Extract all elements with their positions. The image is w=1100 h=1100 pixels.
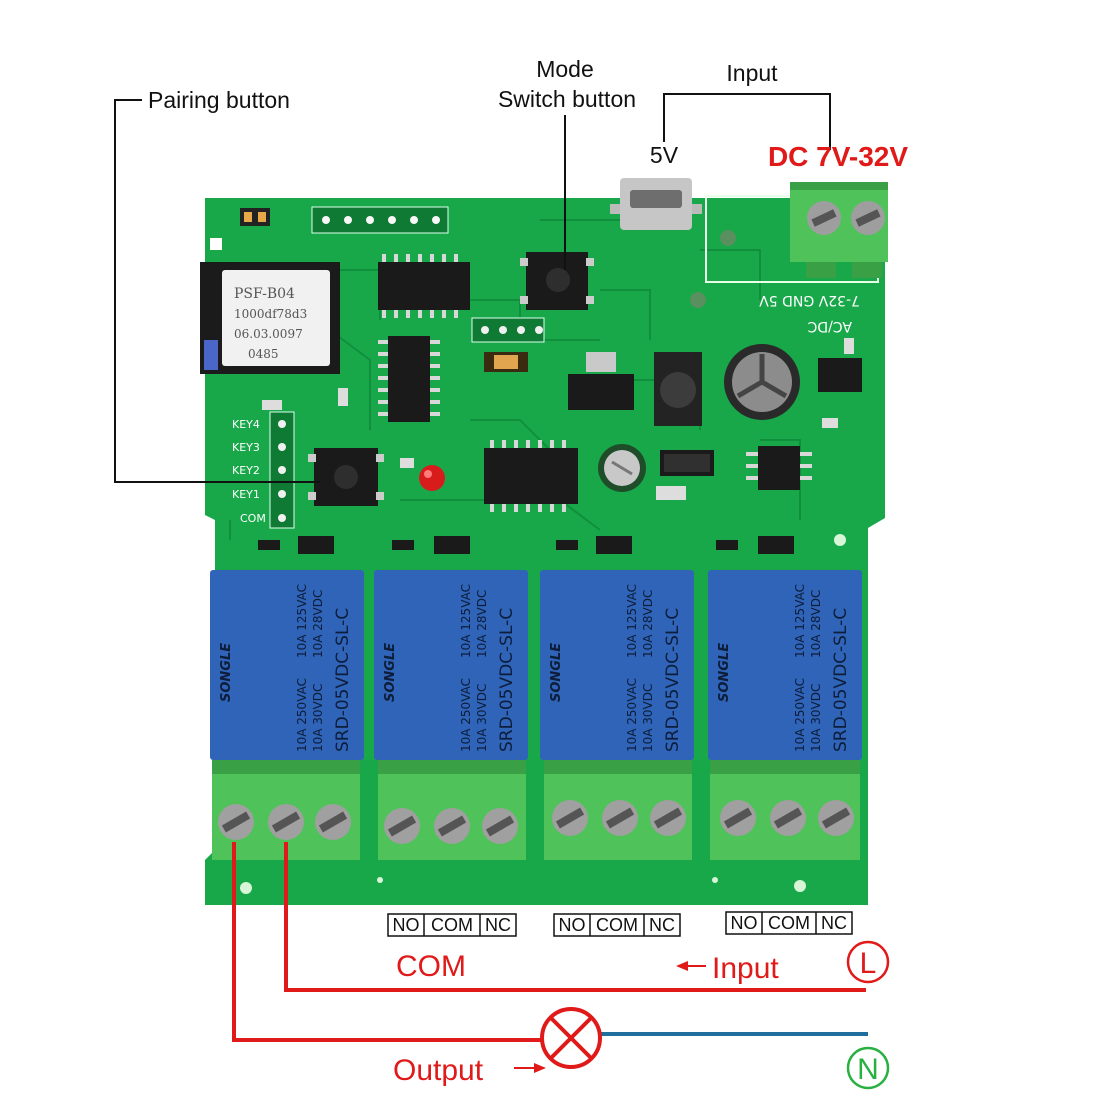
relay-3-rating-1: 10A 250VAC — [625, 678, 639, 752]
relay-2-rating-4: 10A 28VDC — [475, 590, 489, 658]
relay-2-rating-3: 10A 125VAC — [459, 584, 473, 658]
relay-3-rating-3: 10A 125VAC — [625, 584, 639, 658]
relay-4: SONGLE SRD-05VDC-SL-C 10A 250VAC 10A 30V… — [708, 570, 862, 760]
mode-label-line-2: Switch button — [498, 86, 636, 112]
relay-2-rating-2: 10A 30VDC — [475, 684, 489, 752]
terminal-3-nc: NC — [821, 913, 847, 933]
input-bracket-line — [663, 93, 831, 150]
relay-3-brand: SONGLE — [549, 643, 564, 702]
terminal-label-group-3: NO COM NC — [725, 911, 853, 935]
key3-label: KEY3 — [232, 441, 260, 454]
ic-chip-2 — [378, 336, 440, 422]
ic-chip-4 — [746, 446, 812, 490]
relay-terminal-3 — [544, 760, 692, 860]
key-com-label: COM — [240, 512, 266, 525]
relay-2-model: SRD-05VDC-SL-C — [497, 608, 517, 752]
five-volt-label: 5V — [650, 142, 679, 168]
com-wire-label: COM — [396, 950, 466, 983]
input-label: Input — [726, 60, 778, 86]
module-model-line-3: 06.03.0097 — [234, 327, 303, 341]
wifi-module: PSF-B04 1000df78d3 06.03.0097 0485 — [200, 262, 340, 374]
output-wire-label: Output — [393, 1054, 484, 1087]
mode-switch-button — [520, 252, 594, 310]
module-model-line-4: 0485 — [248, 347, 279, 361]
terminal-label-group-2: NO COM NC — [553, 913, 681, 937]
smd-components — [262, 338, 862, 500]
key4-label: KEY4 — [232, 418, 260, 431]
relay-1-rating-3: 10A 125VAC — [295, 584, 309, 658]
live-symbol-letter: L — [860, 947, 877, 980]
key1-label: KEY1 — [232, 488, 260, 501]
relay-4-brand: SONGLE — [717, 643, 732, 702]
neutral-symbol: N — [846, 1046, 890, 1090]
relay-2-rating-1: 10A 250VAC — [459, 678, 473, 752]
header-pins-top — [240, 206, 449, 234]
relay-4-rating-3: 10A 125VAC — [793, 584, 807, 658]
relay-2: SONGLE SRD-05VDC-SL-C 10A 250VAC 10A 30V… — [374, 570, 528, 760]
pairing-button-label: Pairing button — [148, 87, 290, 113]
relay-terminal-4 — [710, 760, 860, 860]
capacitor-small — [598, 444, 646, 492]
terminal-1-no: NO — [393, 915, 420, 935]
lamp-icon — [540, 1007, 602, 1069]
mode-label-line-1: Mode — [536, 56, 594, 82]
relay-3-rating-2: 10A 30VDC — [641, 684, 655, 752]
power-pin-labels: 7-32V GND 5V — [759, 292, 860, 308]
relay-2-brand: SONGLE — [383, 643, 398, 702]
input-arrow-icon — [676, 961, 706, 971]
relay-1-model: SRD-05VDC-SL-C — [333, 608, 353, 752]
capacitor-large — [724, 344, 800, 420]
relay-3-rating-4: 10A 28VDC — [641, 590, 655, 658]
output-arrow-icon — [514, 1063, 546, 1073]
relay-1-brand: SONGLE — [219, 643, 234, 702]
terminal-3-com: COM — [768, 913, 810, 933]
relay-3-model: SRD-05VDC-SL-C — [663, 608, 683, 752]
dc-range-label: DC 7V-32V — [768, 141, 908, 172]
relay-3: SONGLE SRD-05VDC-SL-C 10A 250VAC 10A 30V… — [540, 570, 694, 760]
relay-terminal-2 — [378, 760, 526, 860]
key2-label: KEY2 — [232, 464, 260, 477]
terminal-1-com: COM — [431, 915, 473, 935]
live-symbol: L — [846, 940, 890, 984]
pairing-callout-line — [114, 99, 320, 483]
module-model-line-2: 1000df78d3 — [234, 307, 307, 321]
relay-4-model: SRD-05VDC-SL-C — [831, 608, 851, 752]
relay-1-rating-4: 10A 28VDC — [311, 590, 325, 658]
ic-chip-3 — [484, 440, 578, 512]
red-led — [419, 465, 445, 491]
micro-usb-port — [610, 178, 702, 230]
dc-terminal-block — [790, 182, 888, 278]
relay-4-rating-4: 10A 28VDC — [809, 590, 823, 658]
ic-chip-1 — [378, 254, 470, 318]
terminal-label-group-1: NO COM NC — [387, 913, 517, 937]
acdc-label: AC/DC — [807, 318, 852, 334]
key-header: KEY4 KEY3 KEY2 KEY1 COM — [232, 411, 295, 529]
relay-1-rating-2: 10A 30VDC — [311, 684, 325, 752]
relay-4-rating-1: 10A 250VAC — [793, 678, 807, 752]
terminal-2-no: NO — [559, 915, 586, 935]
relay-4-rating-2: 10A 30VDC — [809, 684, 823, 752]
output-wire — [232, 842, 542, 1042]
relay-1: SONGLE SRD-05VDC-SL-C 10A 250VAC 10A 30V… — [210, 570, 364, 760]
pairing-button — [308, 448, 384, 506]
live-wire — [284, 842, 866, 992]
terminal-2-com: COM — [596, 915, 638, 935]
module-model-line-1: PSF-B04 — [234, 286, 295, 302]
input-wire-label: Input — [712, 952, 779, 985]
neutral-symbol-letter: N — [857, 1053, 879, 1086]
terminal-3-no: NO — [731, 913, 758, 933]
relay-1-rating-1: 10A 250VAC — [295, 678, 309, 752]
relay-smd-pads — [258, 536, 794, 554]
terminal-2-nc: NC — [649, 915, 675, 935]
terminal-1-nc: NC — [485, 915, 511, 935]
header-pins-middle — [471, 317, 545, 343]
